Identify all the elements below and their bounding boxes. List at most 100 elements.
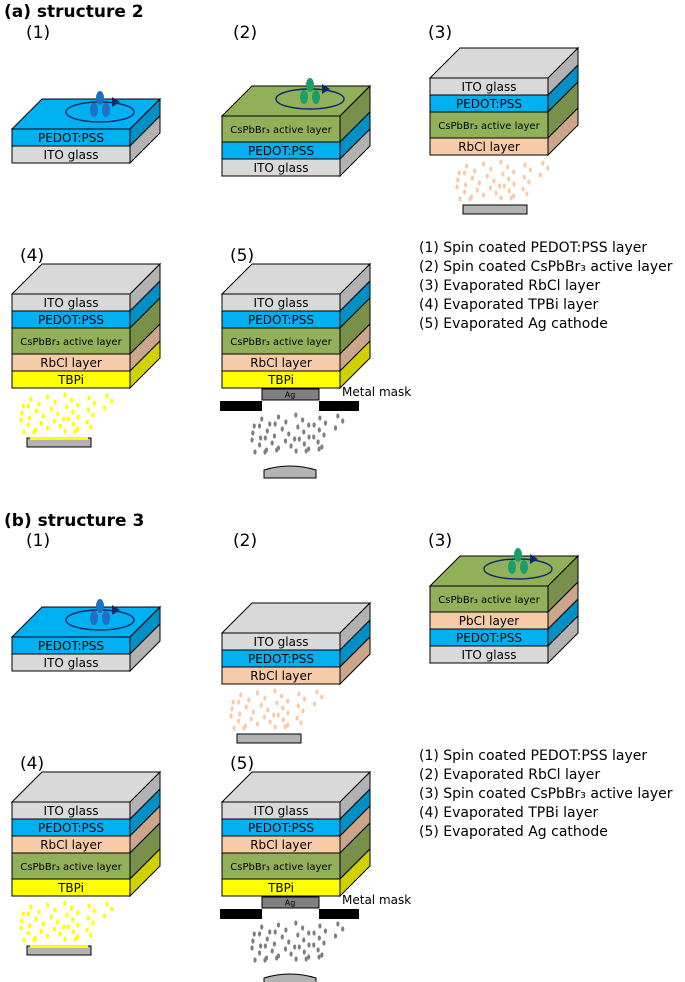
vapor-particle <box>276 712 280 718</box>
vapor-particle <box>257 950 262 956</box>
layer-label: RbCl layer <box>250 838 312 852</box>
layer-label: PEDOT:PSS <box>38 131 104 145</box>
vapor-particle <box>86 915 90 921</box>
solution-drop <box>514 548 522 562</box>
vapor-particle <box>507 188 511 194</box>
vapor-particle <box>485 173 489 179</box>
vapor-particle <box>21 911 25 917</box>
layer-label: ITO glass <box>254 161 309 175</box>
layer-label: PEDOT:PSS <box>248 652 314 666</box>
vapor-particle <box>71 929 75 935</box>
spin-coating-icon <box>275 78 345 110</box>
ag-vapor <box>250 920 345 963</box>
vapor-particle <box>52 926 57 932</box>
panel_a-legend-item: (2) Spin coated CsPbBr₃ active layer <box>419 259 673 275</box>
vapor-particle <box>85 419 89 425</box>
layer-cspbbr <box>221 852 341 880</box>
layer-cspbbr <box>429 585 549 613</box>
vapor-particle <box>76 426 80 432</box>
vapor-cloud <box>19 900 114 943</box>
layer-label: PEDOT:PSS <box>38 639 104 653</box>
vapor-particle <box>289 443 293 449</box>
panel_b-step-number: (5) <box>230 754 254 774</box>
vapor-particle <box>45 394 50 400</box>
metal-mask-left <box>220 401 262 411</box>
vapor-particle <box>105 393 109 399</box>
vapor-particle <box>302 937 306 943</box>
layer-label: PbCl layer <box>459 614 520 628</box>
vapor-particle <box>525 191 529 197</box>
vapor-particle <box>296 932 300 938</box>
vapor-particle <box>65 404 69 410</box>
vapor-particle <box>287 431 291 437</box>
vapor-particle <box>28 415 32 421</box>
vapor-particle <box>263 695 267 701</box>
vapor-particle <box>45 933 50 939</box>
panel_b-legend-item: (5) Evaporated Ag cathode <box>419 824 608 840</box>
vapor-particle <box>527 179 531 185</box>
layer-cspbbr <box>221 115 341 143</box>
vapor-particle <box>58 423 62 429</box>
layer-label: CsPbBr₃ active layer <box>438 121 540 132</box>
spin-coating-icon <box>483 548 553 580</box>
panel_a-legend-item: (4) Evaporated TPBi layer <box>419 297 599 313</box>
layer-label: ITO glass <box>44 296 99 310</box>
evaporation-source-material <box>30 437 88 440</box>
vapor-particle <box>26 422 31 428</box>
vapor-particle <box>297 944 301 950</box>
vapor-particle <box>322 432 326 438</box>
vapor-particle <box>236 699 241 705</box>
panel_b-legend-item: (3) Spin coated CsPbBr₃ active layer <box>419 786 673 802</box>
vapor-particle <box>34 916 38 922</box>
vapor-particle <box>322 940 326 946</box>
vapor-particle <box>275 447 279 453</box>
vapor-particle <box>251 938 255 944</box>
vapor-particle <box>304 448 308 454</box>
layer-side <box>129 847 161 898</box>
vapor-particle <box>455 184 459 190</box>
vapor-particle <box>249 716 253 722</box>
vapor-particle <box>499 195 503 201</box>
spin-arrowhead <box>112 605 120 615</box>
panel_a-step-number: (1) <box>26 23 50 43</box>
vapor-particle <box>299 720 303 726</box>
vapor-particle <box>58 931 62 937</box>
vapor-particle <box>307 446 311 452</box>
vapor-particle <box>105 901 109 907</box>
solution-drop <box>96 91 104 105</box>
vapor-particle <box>263 449 267 455</box>
vapor-particle <box>49 914 53 920</box>
vapor-particle <box>255 690 260 696</box>
ag-cathode <box>261 388 320 401</box>
vapor-particle <box>250 437 254 443</box>
panel-a-title: (a) structure 2 <box>4 2 144 22</box>
vapor-particle <box>302 441 306 447</box>
vapor-particle <box>70 397 74 403</box>
vapor-particle <box>336 921 340 927</box>
vapor-particle <box>465 163 469 169</box>
layer-label: CsPbBr₃ active layer <box>20 862 122 873</box>
vapor-particle <box>102 405 107 411</box>
vapor-particle <box>76 934 80 940</box>
vapor-particle <box>257 931 262 937</box>
spin-coating-icon <box>65 599 135 631</box>
vapor-particle <box>45 425 50 431</box>
vapor-particle <box>66 924 70 930</box>
vapor-particle <box>110 906 114 912</box>
panel_a-legend-item: (5) Evaporated Ag cathode <box>419 316 608 332</box>
vapor-particle <box>76 922 80 928</box>
ag-source-boat <box>263 465 317 479</box>
vapor-particle <box>297 436 301 442</box>
vapor-particle <box>265 428 269 434</box>
vapor-particle <box>294 920 298 926</box>
solution-drop <box>306 78 314 92</box>
solution-drop <box>102 103 110 117</box>
layer-label: RbCl layer <box>40 838 102 852</box>
vapor-particle <box>273 688 277 694</box>
vapor-particle <box>283 438 288 444</box>
vapor-particle <box>284 927 288 933</box>
